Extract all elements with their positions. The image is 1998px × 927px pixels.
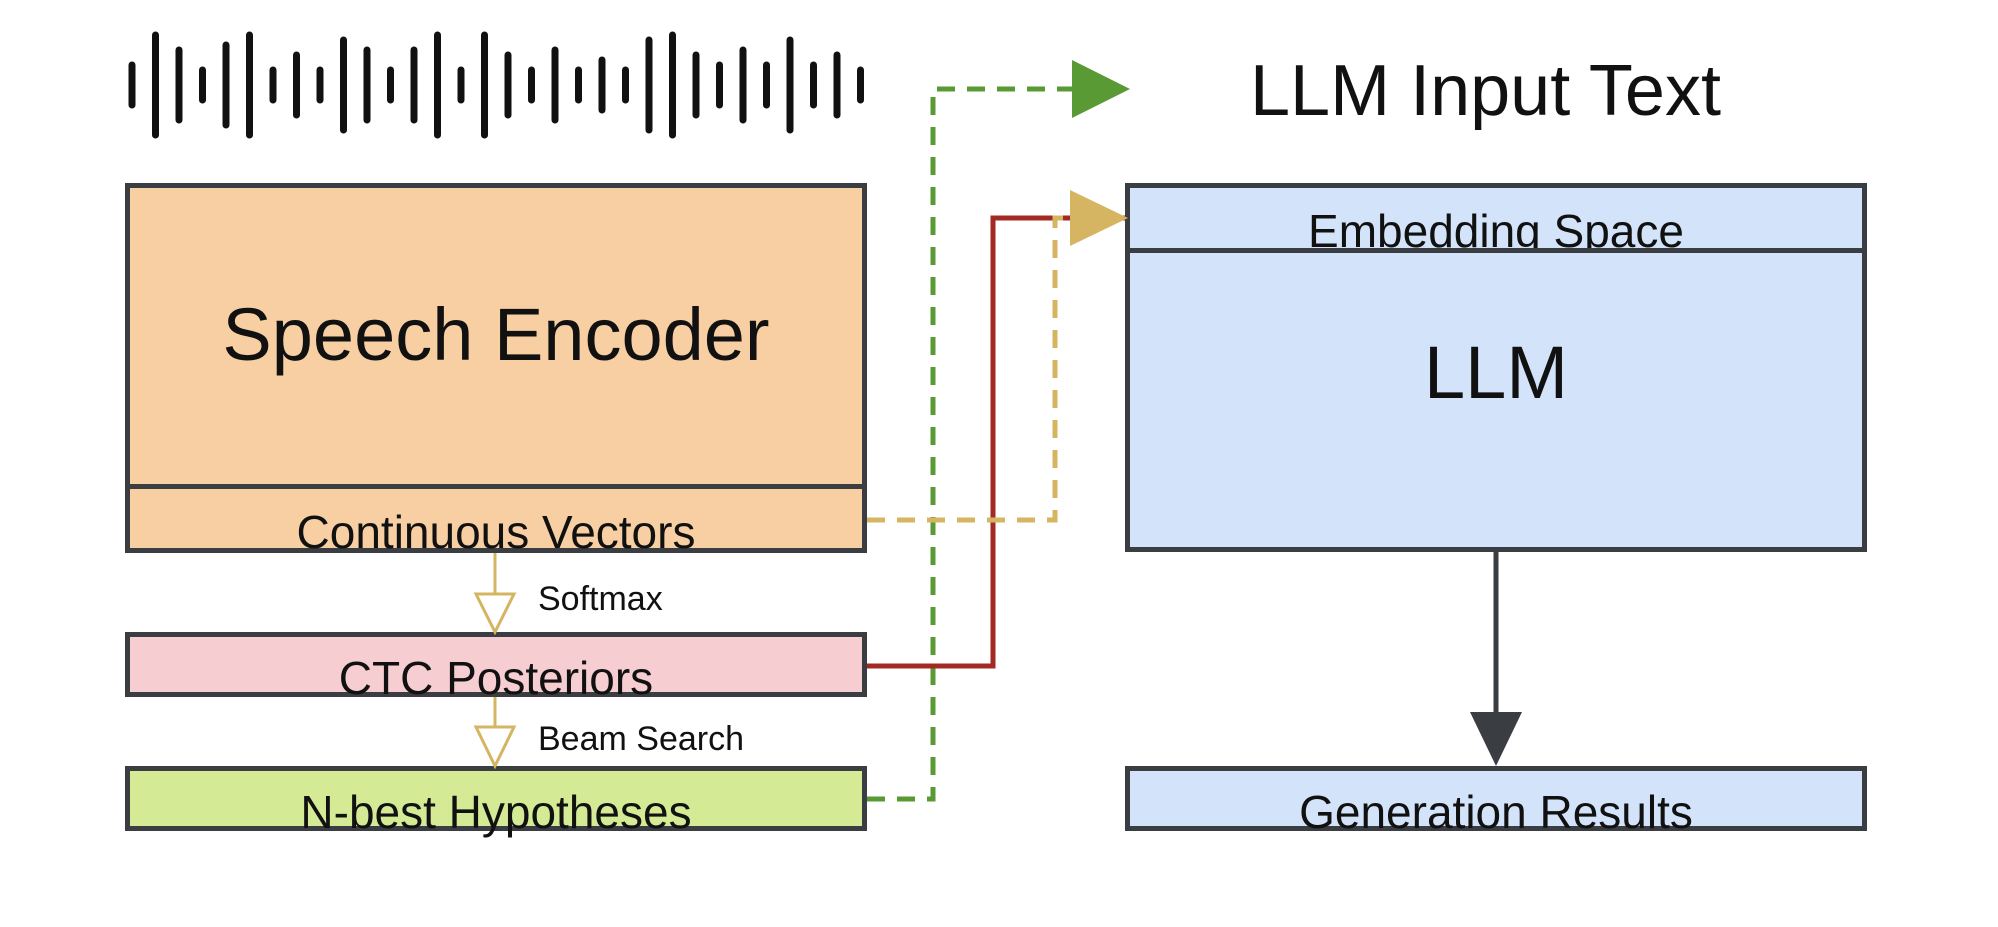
- llm-input-text-label: LLM Input Text: [1250, 51, 1721, 131]
- speech-encoder-box: Speech Encoder: [125, 183, 867, 489]
- softmax-label: Softmax: [538, 580, 663, 618]
- llm-to-results-arrow: [1470, 552, 1522, 766]
- llm-box: LLM: [1125, 248, 1867, 552]
- llm-label: LLM: [1424, 331, 1568, 414]
- softmax-arrow: [473, 553, 517, 636]
- ctc-posteriors-box: CTC Posteriors: [125, 632, 867, 704]
- continuous-vectors-label: Continuous Vectors: [296, 506, 696, 558]
- nbest-to-input-text-path: [867, 60, 1130, 802]
- speech-encoder-label: Speech Encoder: [222, 293, 770, 376]
- embedding-space-box: Embedding Space: [1125, 183, 1867, 257]
- n-best-hypotheses-box: N-best Hypotheses: [125, 766, 867, 838]
- n-best-hypotheses-label: N-best Hypotheses: [300, 786, 692, 838]
- vectors-to-embedding-path: [867, 190, 1128, 523]
- beam-search-label: Beam Search: [538, 720, 744, 758]
- waveform-icon: [128, 31, 864, 139]
- ctc-posteriors-label: CTC Posteriors: [338, 652, 654, 704]
- continuous-vectors-box: Continuous Vectors: [125, 484, 867, 558]
- beam-search-arrow: [473, 697, 517, 770]
- generation-results-box: Generation Results: [1125, 766, 1867, 838]
- ctc-to-embedding-path: [867, 215, 1125, 669]
- generation-results-label: Generation Results: [1299, 786, 1693, 838]
